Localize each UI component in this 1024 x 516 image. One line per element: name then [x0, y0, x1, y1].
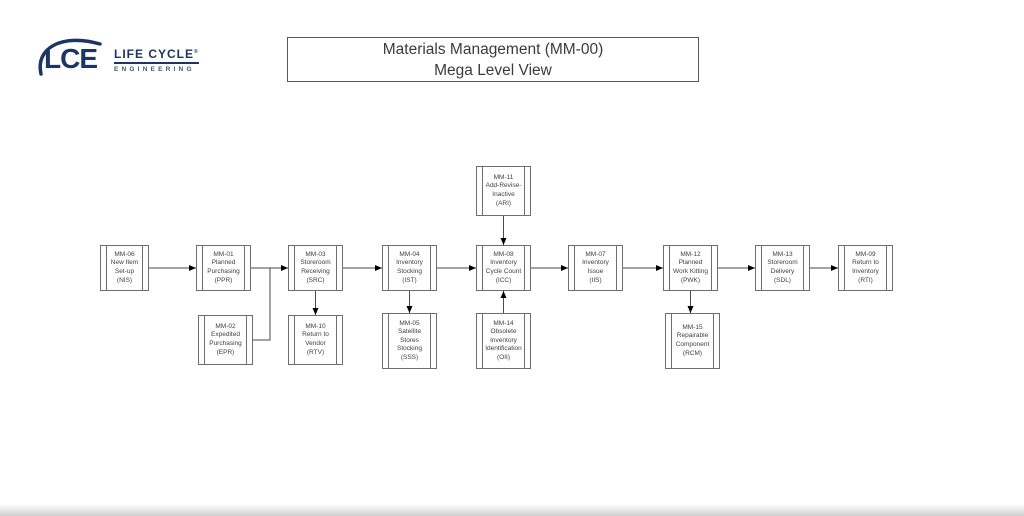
- predefined-process-bar: [142, 246, 143, 290]
- lce-logo: LCE LIFE CYCLE® ENGINEERING: [34, 34, 199, 80]
- predefined-process-bar: [482, 167, 483, 215]
- predefined-process-bar: [430, 246, 431, 290]
- logo-acronym: LCE: [44, 43, 98, 74]
- logo-line1-text: LIFE CYCLE: [114, 47, 195, 62]
- predefined-process-bar: [336, 246, 337, 290]
- predefined-process-bar: [524, 167, 525, 215]
- predefined-process-bar: [336, 316, 337, 364]
- logo-trademark: ®: [194, 49, 199, 56]
- predefined-process-bar: [246, 316, 247, 364]
- predefined-process-bar: [524, 314, 525, 368]
- logo-line2: ENGINEERING: [114, 65, 195, 73]
- predefined-process-bar: [711, 246, 712, 290]
- predefined-process-bar: [204, 316, 205, 364]
- predefined-process-bar: [574, 246, 575, 290]
- logo-wordmark: LIFE CYCLE® ENGINEERING: [114, 41, 199, 73]
- predefined-process-bar: [388, 246, 389, 290]
- predefined-process-bar: [482, 246, 483, 290]
- predefined-process-bar: [430, 314, 431, 368]
- predefined-process-bar: [669, 246, 670, 290]
- logo-swoosh-icon: [38, 38, 102, 76]
- connector-mm-02-mm-03: [253, 268, 271, 341]
- predefined-process-bar: [294, 246, 295, 290]
- predefined-process-bar: [803, 246, 804, 290]
- predefined-process-bar: [844, 246, 845, 290]
- predefined-process-bar: [294, 316, 295, 364]
- predefined-process-bar: [616, 246, 617, 290]
- diagram-title-line2: Mega Level View: [434, 61, 552, 79]
- predefined-process-bar: [886, 246, 887, 290]
- predefined-process-bar: [713, 314, 714, 368]
- logo-line1: LIFE CYCLE®: [114, 47, 199, 65]
- predefined-process-bar: [482, 314, 483, 368]
- diagram-title-line1: Materials Management (MM-00): [382, 40, 604, 58]
- predefined-process-bar: [761, 246, 762, 290]
- diagram-title-box: Materials Management (MM-00) Mega Level …: [287, 37, 699, 82]
- predefined-process-bar: [524, 246, 525, 290]
- predefined-process-bar: [202, 246, 203, 290]
- lce-logo-mark: LCE: [34, 34, 112, 80]
- predefined-process-bar: [388, 314, 389, 368]
- predefined-process-bar: [671, 314, 672, 368]
- predefined-process-bar: [106, 246, 107, 290]
- predefined-process-bar: [244, 246, 245, 290]
- page-bottom-shadow: [0, 504, 1024, 516]
